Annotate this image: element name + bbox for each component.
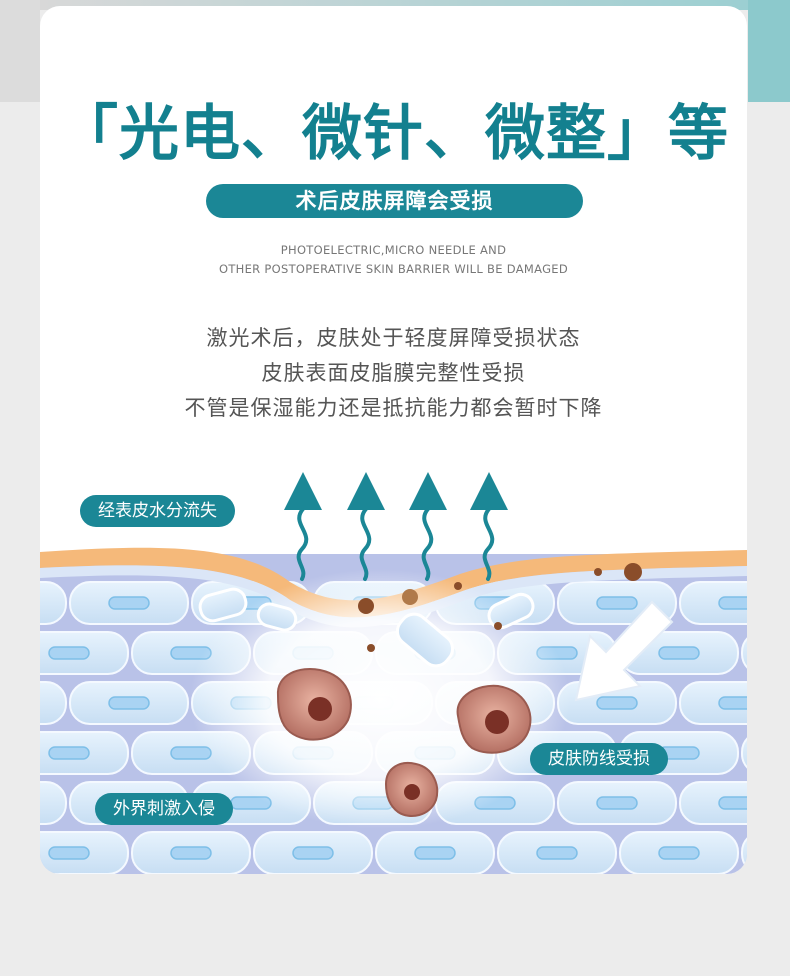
cell-nucleus: [658, 846, 700, 860]
water-loss-arrows: [296, 507, 495, 581]
background-left: [0, 0, 40, 102]
barrier-damaged-label: 皮肤防线受损: [530, 743, 668, 775]
skin-cell: [40, 781, 67, 825]
water-loss-label: 经表皮水分流失: [80, 495, 235, 527]
english-line-2: OTHER POSTOPERATIVE SKIN BARRIER WILL BE…: [218, 262, 569, 276]
cell-nucleus: [596, 596, 638, 610]
cell-nucleus: [414, 846, 456, 860]
broken-cell-fragments: [198, 587, 535, 668]
cell-nucleus: [48, 746, 90, 760]
english-line-1: PHOTOELECTRIC,MICRO NEEDLE AND: [280, 243, 507, 257]
damaged-cells: [276, 668, 532, 817]
skin-cell: [679, 581, 747, 625]
background-right: [748, 0, 790, 102]
cell-nucleus: [718, 696, 747, 710]
cell-nucleus: [718, 796, 747, 810]
skin-cell: [741, 837, 747, 869]
damage-glow: [190, 569, 570, 829]
body-line-2: 皮肤表面皮脂膜完整性受损: [261, 361, 526, 385]
cell-nucleus: [48, 646, 90, 660]
background-top: [40, 0, 748, 10]
sebum-film: [40, 547, 747, 618]
external-invasion-label: 外界刺激入侵: [95, 793, 233, 825]
cell-nucleus: [658, 646, 700, 660]
cell-nucleus: [536, 846, 578, 860]
cell-nucleus: [596, 796, 638, 810]
body-line-3: 不管是保湿能力还是抵抗能力都会暂时下降: [184, 396, 603, 420]
pollutant-particles: [358, 563, 642, 652]
subtitle-pill: 术后皮肤屏障会受损: [206, 184, 583, 218]
water-loss-arrowheads: [284, 472, 508, 510]
skin-cell: [741, 637, 747, 669]
skin-cell: [741, 737, 747, 769]
skin-cell: [679, 681, 747, 725]
headline: 「光电、微针、微整」等: [58, 99, 729, 169]
cell-nucleus: [596, 696, 638, 710]
skin-cell: [40, 581, 67, 625]
damage-arrow: [574, 600, 674, 702]
skin-cell: [679, 781, 747, 825]
cell-nucleus: [108, 696, 150, 710]
skin-cell: [40, 681, 67, 725]
cell-nucleus: [170, 846, 212, 860]
cell-nucleus: [292, 846, 334, 860]
cell-nucleus: [718, 596, 747, 610]
cell-nucleus: [48, 846, 90, 860]
content-card: 「光电、微针、微整」等 术后皮肤屏障会受损 PHOTOELECTRIC,MICR…: [40, 6, 747, 874]
body-line-1: 激光术后，皮肤处于轻度屏障受损状态: [206, 326, 581, 350]
cell-nucleus: [108, 596, 150, 610]
